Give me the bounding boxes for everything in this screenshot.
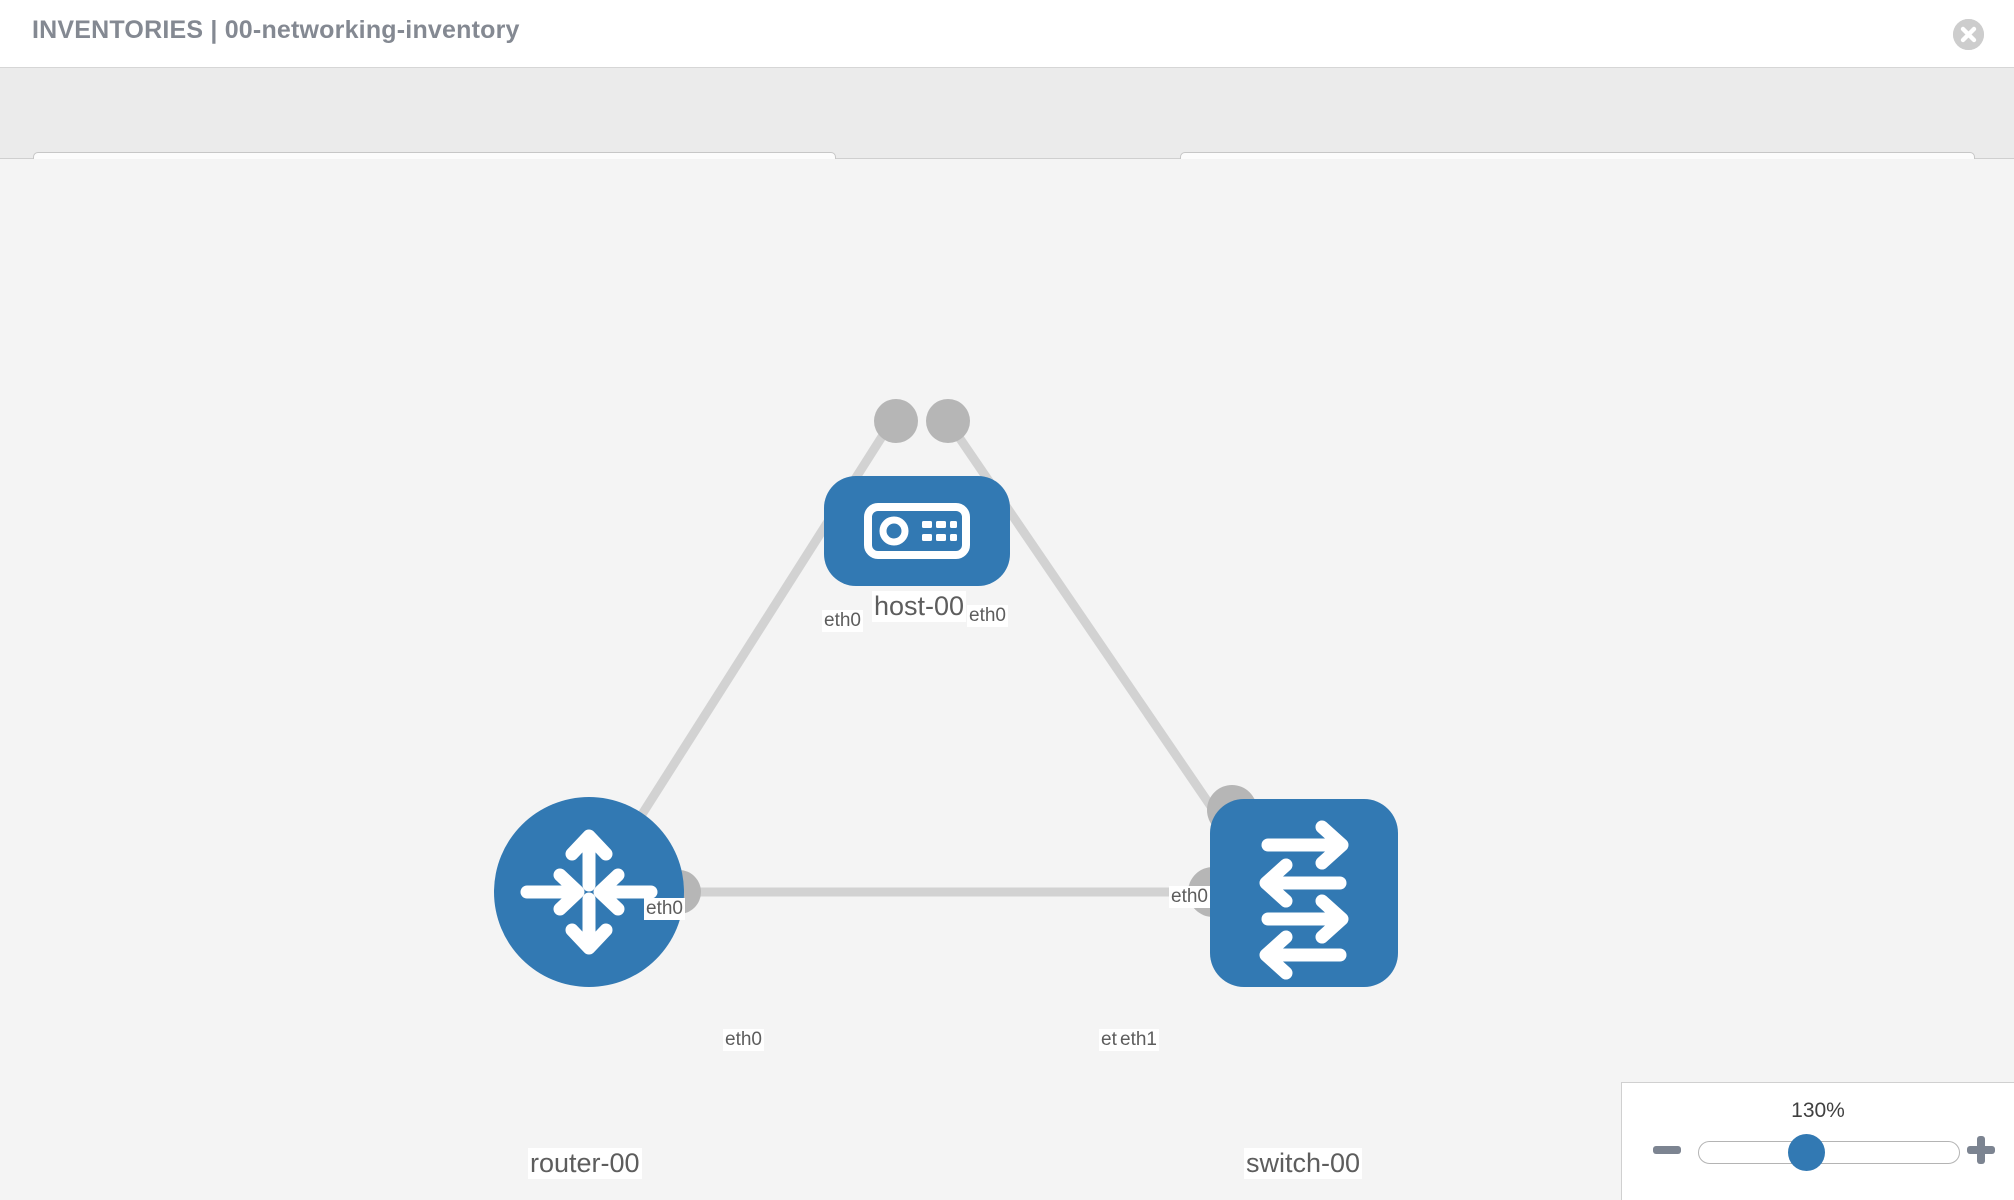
node-switch-00[interactable] <box>1210 799 1398 987</box>
iface-label-switch-upper[interactable]: eth0 <box>1169 886 1210 908</box>
page-header: INVENTORIES | 00-networking-inventory <box>0 0 2014 68</box>
connector-host-right[interactable] <box>926 399 970 443</box>
node-label-host-00[interactable]: host-00 <box>872 591 967 622</box>
iface-label-router-right[interactable]: eth0 <box>723 1029 764 1051</box>
node-router-00[interactable] <box>494 797 684 987</box>
node-label-router-00[interactable]: router-00 <box>528 1148 642 1179</box>
close-glyph <box>1953 19 1984 50</box>
iface-label-host-left[interactable]: eth0 <box>822 610 863 632</box>
page-title: INVENTORIES | 00-networking-inventory <box>32 16 520 44</box>
node-label-switch-00[interactable]: switch-00 <box>1244 1148 1363 1179</box>
zoom-slider-thumb[interactable] <box>1788 1134 1825 1171</box>
close-icon[interactable] <box>1953 19 1984 50</box>
connector-host-left[interactable] <box>874 399 918 443</box>
toolbar: ACTIONS SEARCH <box>0 68 2014 208</box>
router-arrows-icon <box>520 829 658 955</box>
iface-label-switch-left-b[interactable]: eth1 <box>1118 1029 1159 1051</box>
plus-glyph <box>1967 1136 1995 1164</box>
zoom-control: 130% <box>1621 1082 2014 1200</box>
iface-label-host-right[interactable]: eth0 <box>967 605 1008 627</box>
server-icon <box>864 503 970 559</box>
minus-icon[interactable] <box>1650 1133 1684 1167</box>
iface-label-router-upper[interactable]: eth0 <box>644 898 685 920</box>
node-host-00[interactable] <box>824 476 1010 586</box>
switch-arrows-icon <box>1259 820 1349 980</box>
minus-glyph <box>1653 1146 1681 1154</box>
zoom-percent-label: 130% <box>1791 1099 1845 1122</box>
topology-canvas[interactable]: host-00 router-00 switch-00 eth0 eth0 et… <box>0 159 2014 1200</box>
zoom-slider-track[interactable] <box>1698 1141 1960 1164</box>
topology-graph <box>494 399 1398 987</box>
plus-icon[interactable] <box>1964 1133 1998 1167</box>
